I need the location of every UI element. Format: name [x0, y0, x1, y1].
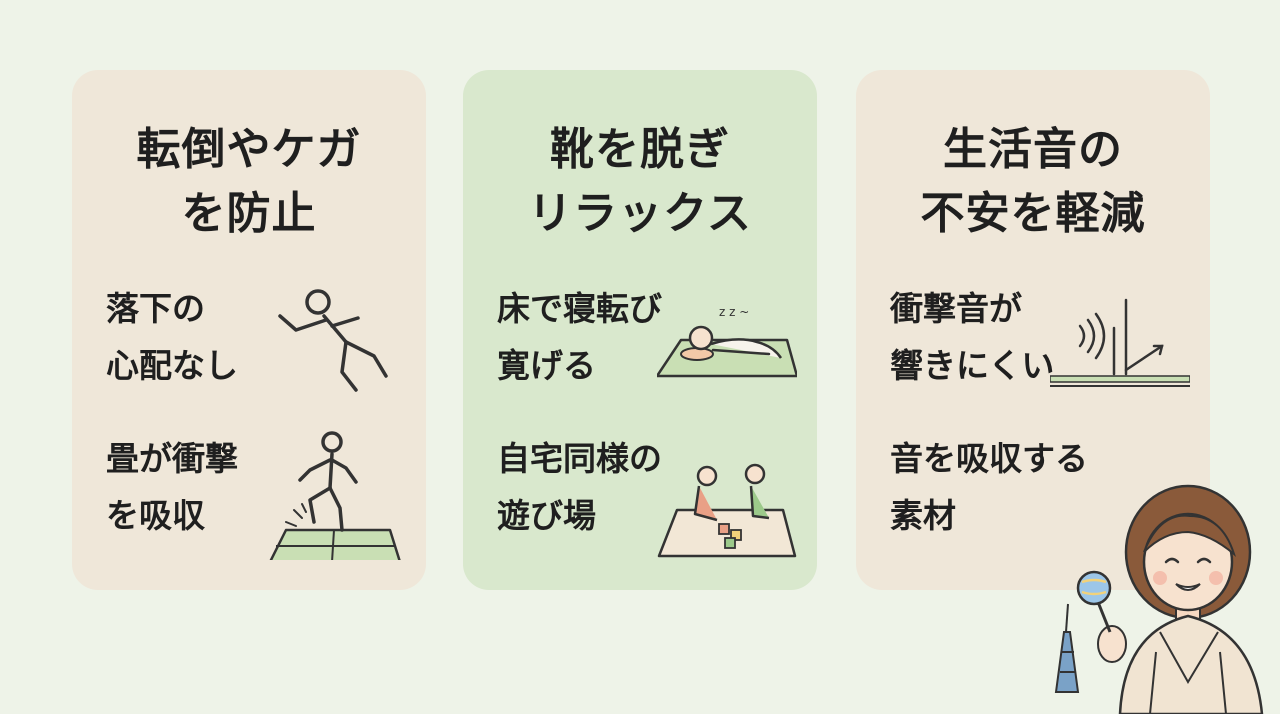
- card-relax: 靴を脱ぎ リラックス 床で寝転び 寛げる z z ~ 自宅同様の 遊び場: [463, 70, 817, 590]
- benefit-item: 落下の 心配なし: [106, 280, 406, 410]
- card-title: 靴を脱ぎ リラックス: [463, 118, 817, 246]
- benefit-item: 畳が衝撃 を吸収: [106, 430, 406, 560]
- benefit-line: 響きにくい: [890, 346, 1055, 385]
- card-injury-prevention: 転倒やケガ を防止 落下の 心配なし 畳が衝撃: [72, 70, 426, 590]
- benefit-line: 遊び場: [497, 496, 596, 535]
- benefit-text: 自宅同様の 遊び場: [497, 430, 662, 544]
- benefit-line: 素材: [890, 496, 956, 535]
- benefit-line: 落下の: [106, 289, 205, 328]
- card-title-line: 生活音の: [943, 124, 1123, 175]
- benefit-line: を吸収: [106, 496, 205, 535]
- benefit-text: 畳が衝撃 を吸収: [106, 430, 238, 544]
- benefit-line: 寛げる: [497, 346, 596, 385]
- benefit-text: 床で寝転び 寛げる: [497, 280, 662, 394]
- benefit-text: 音を吸収する 素材: [890, 430, 1088, 544]
- card-title: 生活音の 不安を軽減: [856, 118, 1210, 246]
- sound-absorb-icon: [1050, 298, 1190, 387]
- card-title-line: 不安を軽減: [920, 188, 1146, 239]
- benefit-line: 音を吸収する: [890, 439, 1088, 478]
- person-lying-on-mat-icon: z z ~: [657, 305, 797, 378]
- svg-text:z z ~: z z ~: [719, 305, 749, 319]
- benefit-item: 音を吸収する 素材: [890, 430, 1190, 560]
- card-title-line: リラックス: [528, 188, 752, 239]
- benefit-item: 床で寝転び 寛げる z z ~: [497, 280, 797, 410]
- falling-person-icon: [278, 289, 388, 392]
- card-title: 転倒やケガ を防止: [72, 118, 426, 246]
- card-title-line: 転倒やケガ: [136, 124, 362, 175]
- children-playing-blocks-icon: [657, 463, 797, 558]
- benefit-line: 自宅同様の: [497, 439, 662, 478]
- woman-with-toy-illustration: [1054, 484, 1264, 714]
- benefit-text: 落下の 心配なし: [106, 280, 238, 394]
- benefit-line: 床で寝転び: [497, 289, 662, 328]
- person-landing-on-tatami-icon: [269, 431, 401, 560]
- card-title-line: 靴を脱ぎ: [550, 124, 730, 175]
- benefit-item: 自宅同様の 遊び場: [497, 430, 797, 560]
- card-title-line: を防止: [181, 188, 317, 239]
- benefit-item: 衝撃音が 響きにくい: [890, 280, 1190, 410]
- benefit-line: 心配なし: [106, 346, 238, 385]
- benefit-line: 畳が衝撃: [106, 439, 238, 478]
- benefit-line: 衝撃音が: [890, 289, 1022, 328]
- benefit-text: 衝撃音が 響きにくい: [890, 280, 1054, 394]
